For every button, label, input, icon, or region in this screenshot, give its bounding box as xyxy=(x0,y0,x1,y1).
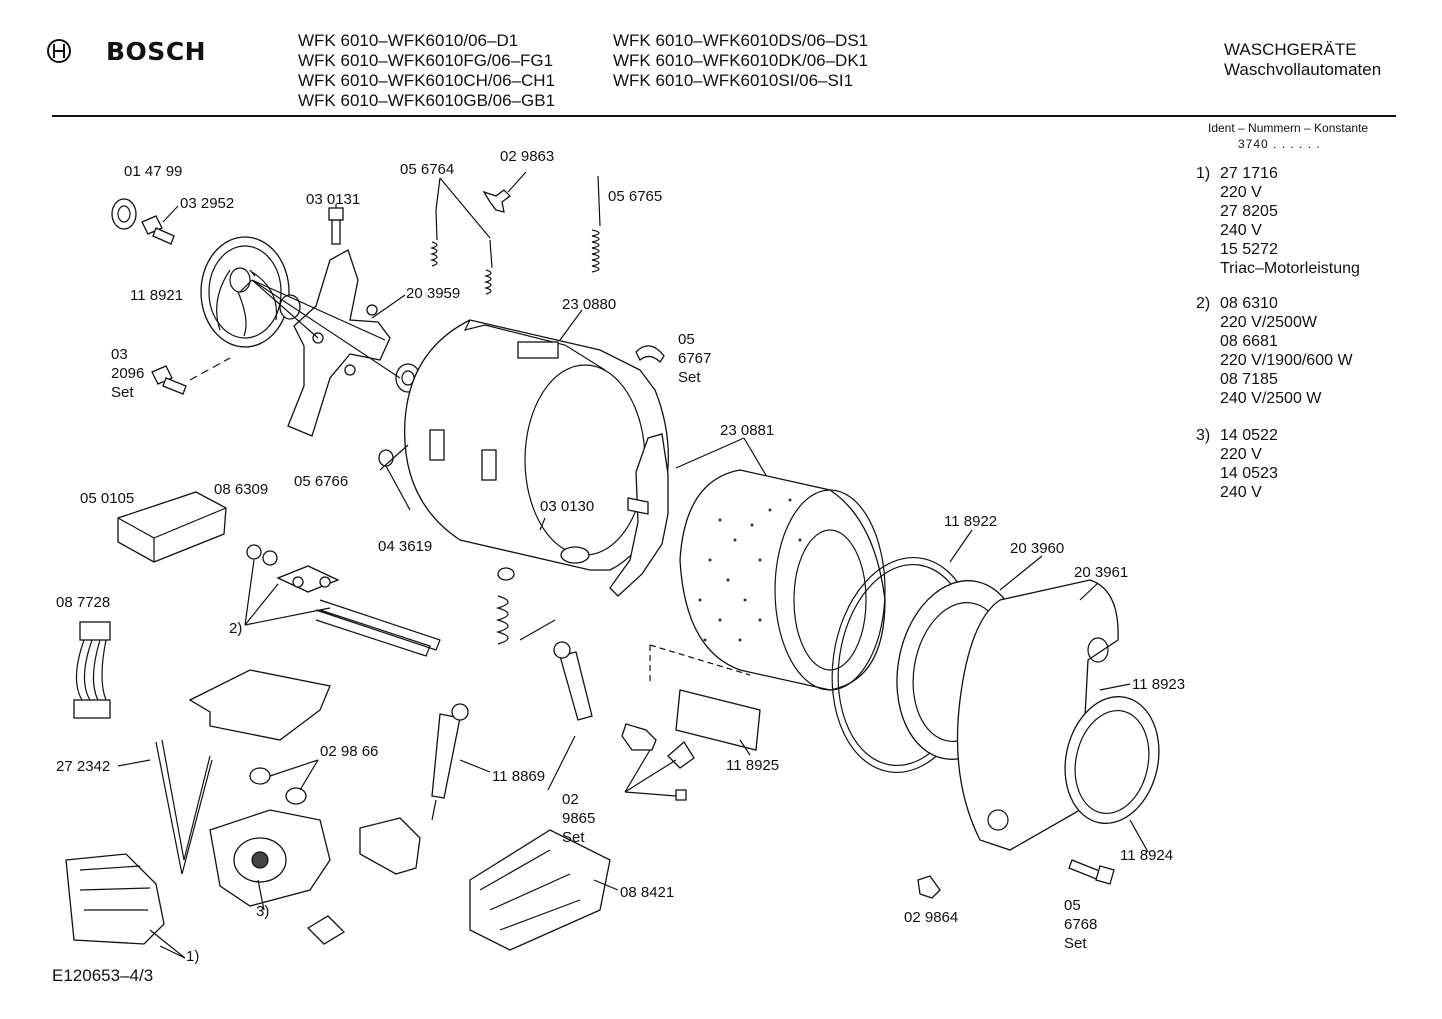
spring-part-lower xyxy=(495,595,509,645)
spring-parts xyxy=(429,175,601,295)
program-unit-part xyxy=(469,829,611,951)
part-label-118925: 11 8925 xyxy=(726,757,780,774)
note-marker-3: 3) xyxy=(256,903,270,920)
bracket-part xyxy=(287,249,391,437)
model-item: WFK 6010–WFK6010CH/06–CH1 xyxy=(298,71,556,90)
part-label-030130: 03 0130 xyxy=(540,498,595,515)
wiring-harness-part xyxy=(73,621,111,719)
clip-part-2 xyxy=(635,345,665,364)
note-marker-2: 2) xyxy=(229,620,243,637)
part-label-230880: 23 0880 xyxy=(562,296,617,313)
part-label-118924: 11 8924 xyxy=(1120,847,1174,864)
model-item: WFK 6010–WFK6010GB/06–GB1 xyxy=(298,91,556,110)
model-item: WFK 6010–WFK6010/06–D1 xyxy=(298,31,519,50)
part-label-203959: 20 3959 xyxy=(406,285,461,302)
model-item: WFK 6010–WFK6010DK/06–DK1 xyxy=(613,51,869,70)
note-1-number: 1) xyxy=(1196,165,1211,182)
part-label-014799: 01 47 99 xyxy=(124,163,183,180)
part-label-029865: 02 9865 Set xyxy=(562,791,596,846)
part-label-118922: 11 8922 xyxy=(944,513,998,530)
part-label-203961: 20 3961 xyxy=(1074,564,1129,581)
bosch-logo-icon xyxy=(46,38,72,64)
part-label-230881: 23 0881 xyxy=(720,422,775,439)
model-item: WFK 6010–WFK6010DS/06–DS1 xyxy=(613,31,869,50)
model-item: WFK 6010–WFK6010SI/06–SI1 xyxy=(613,71,854,90)
part-label-118921: 11 8921 xyxy=(130,287,184,304)
part-label-087728: 08 7728 xyxy=(56,594,111,611)
part-label-272342: 27 2342 xyxy=(56,758,111,775)
header-rule xyxy=(52,115,1396,117)
part-label-056768: 05 6768 Set xyxy=(1064,897,1098,952)
front-bracket-part xyxy=(609,433,669,597)
model-item: WFK 6010–WFK6010FG/06–FG1 xyxy=(298,51,554,70)
part-label-029866: 02 98 66 xyxy=(320,743,379,760)
tub-part xyxy=(403,319,669,571)
drum-part xyxy=(679,469,886,691)
valve-part xyxy=(621,723,695,801)
belt-part xyxy=(155,739,213,875)
note-2-number: 2) xyxy=(1196,295,1211,312)
screw-part xyxy=(328,207,344,245)
grommet-part xyxy=(285,787,307,805)
part-label-030131: 03 0131 xyxy=(306,191,361,208)
strip-part xyxy=(675,689,761,751)
part-label-032096: 03 2096 Set xyxy=(111,346,145,401)
part-label-056767: 05 6767 Set xyxy=(678,331,712,386)
part-label-050105: 05 0105 xyxy=(80,490,135,507)
note-3-number: 3) xyxy=(1196,427,1211,444)
grommet-part xyxy=(249,767,271,785)
motor-part xyxy=(209,809,331,907)
small-bracket-part xyxy=(306,915,346,945)
heater-part xyxy=(246,544,441,657)
part-label-118923: 11 8923 xyxy=(1132,676,1186,693)
mount-bracket-part xyxy=(359,817,421,875)
control-module-part xyxy=(117,491,227,563)
model-list-right: WFK 6010–WFK6010DS/06–DS1 WFK 6010–WFK60… xyxy=(613,31,868,91)
bushing-part xyxy=(111,198,137,230)
brand-name: BOSCH xyxy=(106,37,207,66)
pulley-part xyxy=(200,236,301,348)
note-3-text: 14 0522 220 V 14 0523 240 V xyxy=(1220,427,1278,501)
part-label-056764: 05 6764 xyxy=(400,161,455,178)
part-label-043619: 04 3619 xyxy=(378,538,433,555)
bolt-part-2 xyxy=(1068,859,1115,885)
set-screw-part xyxy=(151,365,187,395)
note-2-text: 08 6310 220 V/2500W 08 6681 220 V/1900/6… xyxy=(1220,295,1353,407)
clip-part xyxy=(482,189,511,213)
part-label-029863: 02 9863 xyxy=(500,148,555,165)
front-panel-part xyxy=(956,579,1160,851)
clip-part-3 xyxy=(917,875,941,899)
category: WASCHGERÄTE xyxy=(1224,40,1357,59)
category-title: WASCHGERÄTE Waschvollautomaten xyxy=(1224,40,1381,80)
note-1-text: 27 1716 220 V 27 8205 240 V 15 5272 Tria… xyxy=(1220,165,1360,277)
cover-plate-part xyxy=(188,669,331,741)
electronic-module-part xyxy=(65,853,165,945)
cap-part xyxy=(378,449,394,467)
part-label-086309: 08 6309 xyxy=(214,481,269,498)
ident-label: Ident – Nummern – Konstante xyxy=(1208,121,1369,135)
subcategory: Waschvollautomaten xyxy=(1224,60,1382,79)
part-label-118869: 11 8869 xyxy=(492,768,546,785)
model-list-left: WFK 6010–WFK6010/06–D1 WFK 6010–WFK6010F… xyxy=(298,31,555,111)
part-label-088421: 08 8421 xyxy=(620,884,675,901)
note-marker-1: 1) xyxy=(186,948,200,965)
part-label-032952: 03 2952 xyxy=(180,195,235,212)
bolt-part xyxy=(141,215,175,245)
part-label-056766: 05 6766 xyxy=(294,473,349,490)
shock-absorber-parts xyxy=(431,641,593,821)
part-label-056765: 05 6765 xyxy=(608,188,663,205)
drawing-id: E120653–4/3 xyxy=(52,966,154,985)
part-label-029864: 02 9864 xyxy=(904,909,959,926)
part-label-203960: 20 3960 xyxy=(1010,540,1065,557)
ident-value: 3740 . . . . . . xyxy=(1238,137,1321,151)
